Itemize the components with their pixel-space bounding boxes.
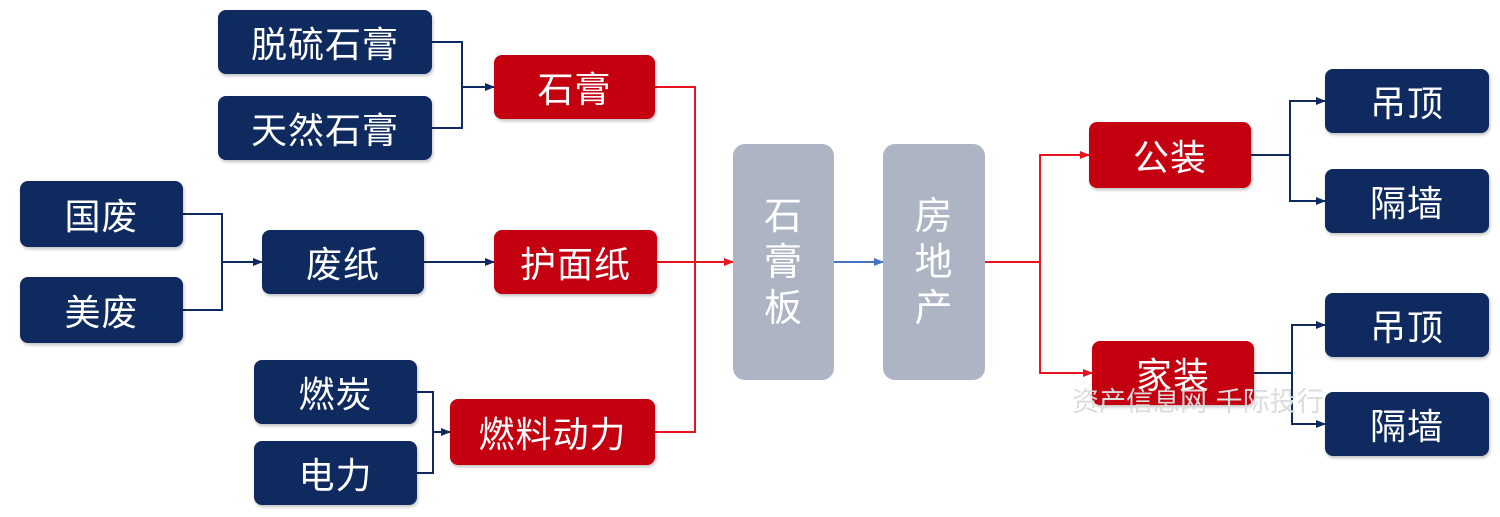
node-label-char: 板: [763, 286, 803, 330]
node-facing-paper: 护面纸: [494, 230, 657, 294]
node-label: 公装: [1132, 138, 1207, 179]
gypsum-source-connector: [432, 41, 495, 129]
energy-source-connector: [417, 391, 451, 474]
node-electricity: 电力: [254, 441, 417, 505]
node-label: 吊顶: [1369, 308, 1444, 349]
node-label-char: 石: [763, 194, 803, 238]
node-public-decoration: 公装: [1089, 122, 1251, 188]
node-label: 隔墙: [1369, 407, 1444, 448]
node-ceiling-public: 吊顶: [1325, 69, 1489, 133]
node-real-estate: 房 地 产: [883, 144, 985, 380]
node-label: 吊顶: [1369, 84, 1444, 125]
node-natural-gypsum: 天然石膏: [218, 96, 432, 160]
node-label: 燃料动力: [478, 415, 627, 456]
node-label-char: 地: [914, 240, 954, 284]
node-partition-public: 隔墙: [1325, 169, 1489, 233]
node-domestic-waste: 国废: [20, 181, 183, 247]
node-desulfurized-gypsum: 脱硫石膏: [218, 10, 432, 74]
node-label: 国废: [64, 197, 139, 238]
public-to-applications-connector: [1251, 97, 1326, 205]
node-fuel-power: 燃料动力: [450, 399, 655, 465]
inputs-to-board-connector: [655, 86, 734, 433]
waste-source-connector: [183, 213, 263, 311]
node-label-char: 膏: [763, 240, 803, 284]
node-partition-home: 隔墙: [1325, 392, 1489, 456]
node-home-decoration: 家装: [1092, 341, 1254, 405]
node-us-waste: 美废: [20, 277, 183, 343]
node-label: 家装: [1135, 356, 1210, 397]
node-label: 电力: [298, 456, 373, 497]
watermark: 资产信息网 千际投行: [1072, 387, 1324, 418]
node-label: 燃炭: [298, 375, 373, 416]
node-label: 脱硫石膏: [250, 25, 399, 66]
node-label: 美废: [64, 293, 139, 334]
node-label: 废纸: [305, 245, 380, 286]
node-gypsum: 石膏: [494, 55, 655, 119]
node-ceiling-home: 吊顶: [1325, 293, 1489, 357]
node-label-char: 产: [914, 286, 954, 330]
node-label-char: 房: [914, 194, 954, 238]
home-to-applications-connector: [1254, 321, 1326, 428]
node-label: 石膏: [537, 70, 612, 111]
node-gypsum-board: 石 膏 板: [733, 144, 834, 380]
node-label: 天然石膏: [250, 111, 399, 152]
node-coal: 燃炭: [254, 360, 417, 424]
node-waste-paper: 废纸: [262, 230, 424, 294]
node-label: 隔墙: [1369, 184, 1444, 225]
node-label: 护面纸: [519, 245, 631, 286]
realestate-to-decoration-connector: [985, 151, 1093, 377]
